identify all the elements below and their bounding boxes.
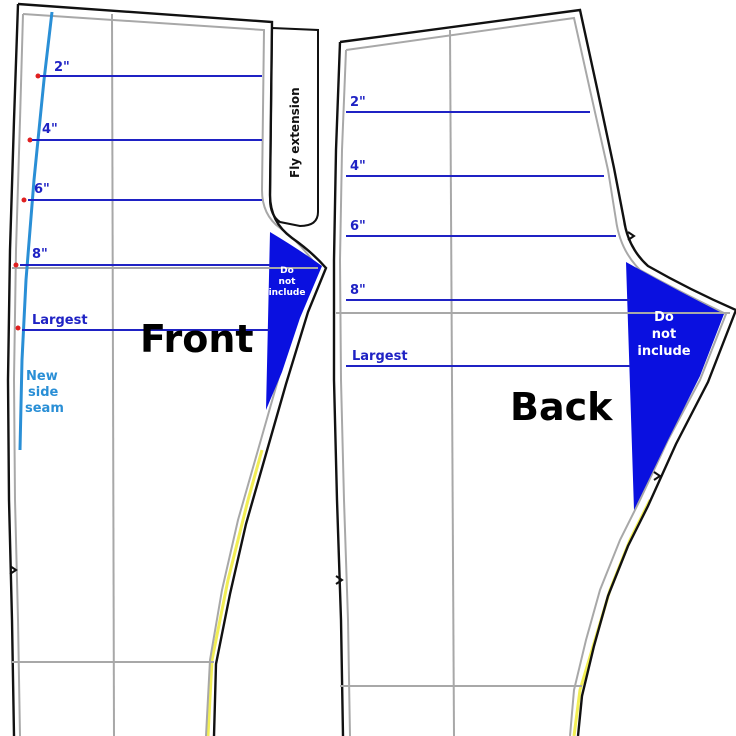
back-measure-label-4: 4" bbox=[350, 159, 366, 174]
front-measure-label-8: 8" bbox=[32, 247, 48, 262]
back-inseam-highlight bbox=[572, 499, 652, 736]
front-exclude-label-line3: include bbox=[269, 288, 306, 298]
front-exclude-label-line2: not bbox=[279, 277, 297, 287]
back-title: Back bbox=[510, 385, 613, 429]
new-side-seam-line bbox=[18, 11, 54, 451]
back-grainline bbox=[449, 29, 455, 736]
back-piece: 2" 4" 6" 8" Largest Do not include Back bbox=[332, 8, 736, 736]
front-measure-label-largest: Largest bbox=[32, 313, 88, 328]
front-measure-label-4: 4" bbox=[42, 122, 58, 137]
back-exclude-label-line3: include bbox=[637, 344, 690, 359]
notch-dot bbox=[21, 197, 27, 203]
back-cut-line bbox=[332, 8, 736, 736]
new-seam-label-line1: New bbox=[26, 369, 58, 384]
front-measure-label-6: 6" bbox=[34, 182, 50, 197]
front-measure-label-2: 2" bbox=[54, 60, 70, 75]
front-inseam-highlight bbox=[206, 449, 264, 736]
front-cut-line bbox=[6, 2, 328, 736]
back-measure-label-8: 8" bbox=[350, 283, 366, 298]
back-exclude-label-line1: Do bbox=[654, 310, 674, 325]
fly-extension-label: Fly extension bbox=[288, 87, 302, 178]
front-piece: 2" 4" 6" 8" Largest Fly extension Do not… bbox=[6, 2, 328, 736]
back-measure-label-6: 6" bbox=[350, 219, 366, 234]
notch-dot bbox=[15, 325, 21, 331]
notch-dot bbox=[35, 73, 41, 79]
back-exclude-label-line2: not bbox=[652, 327, 676, 342]
new-seam-label-line2: side bbox=[28, 385, 58, 400]
front-notch-marks bbox=[13, 73, 41, 331]
new-seam-label-line3: seam bbox=[25, 401, 64, 416]
back-edge-notch-right bbox=[627, 231, 636, 241]
front-edge-notch bbox=[9, 565, 18, 575]
front-grainline bbox=[111, 13, 115, 736]
back-measure-label-largest: Largest bbox=[352, 349, 408, 364]
front-excluded-area bbox=[266, 232, 322, 410]
front-exclude-label-line1: Do bbox=[280, 266, 294, 276]
notch-dot bbox=[13, 262, 19, 268]
back-measure-label-2: 2" bbox=[350, 95, 366, 110]
front-title: Front bbox=[140, 317, 254, 361]
back-excluded-area bbox=[626, 262, 724, 510]
back-edge-notch-left bbox=[335, 575, 344, 585]
back-edge-notch-inseam bbox=[653, 471, 662, 481]
notch-dot bbox=[27, 137, 33, 143]
